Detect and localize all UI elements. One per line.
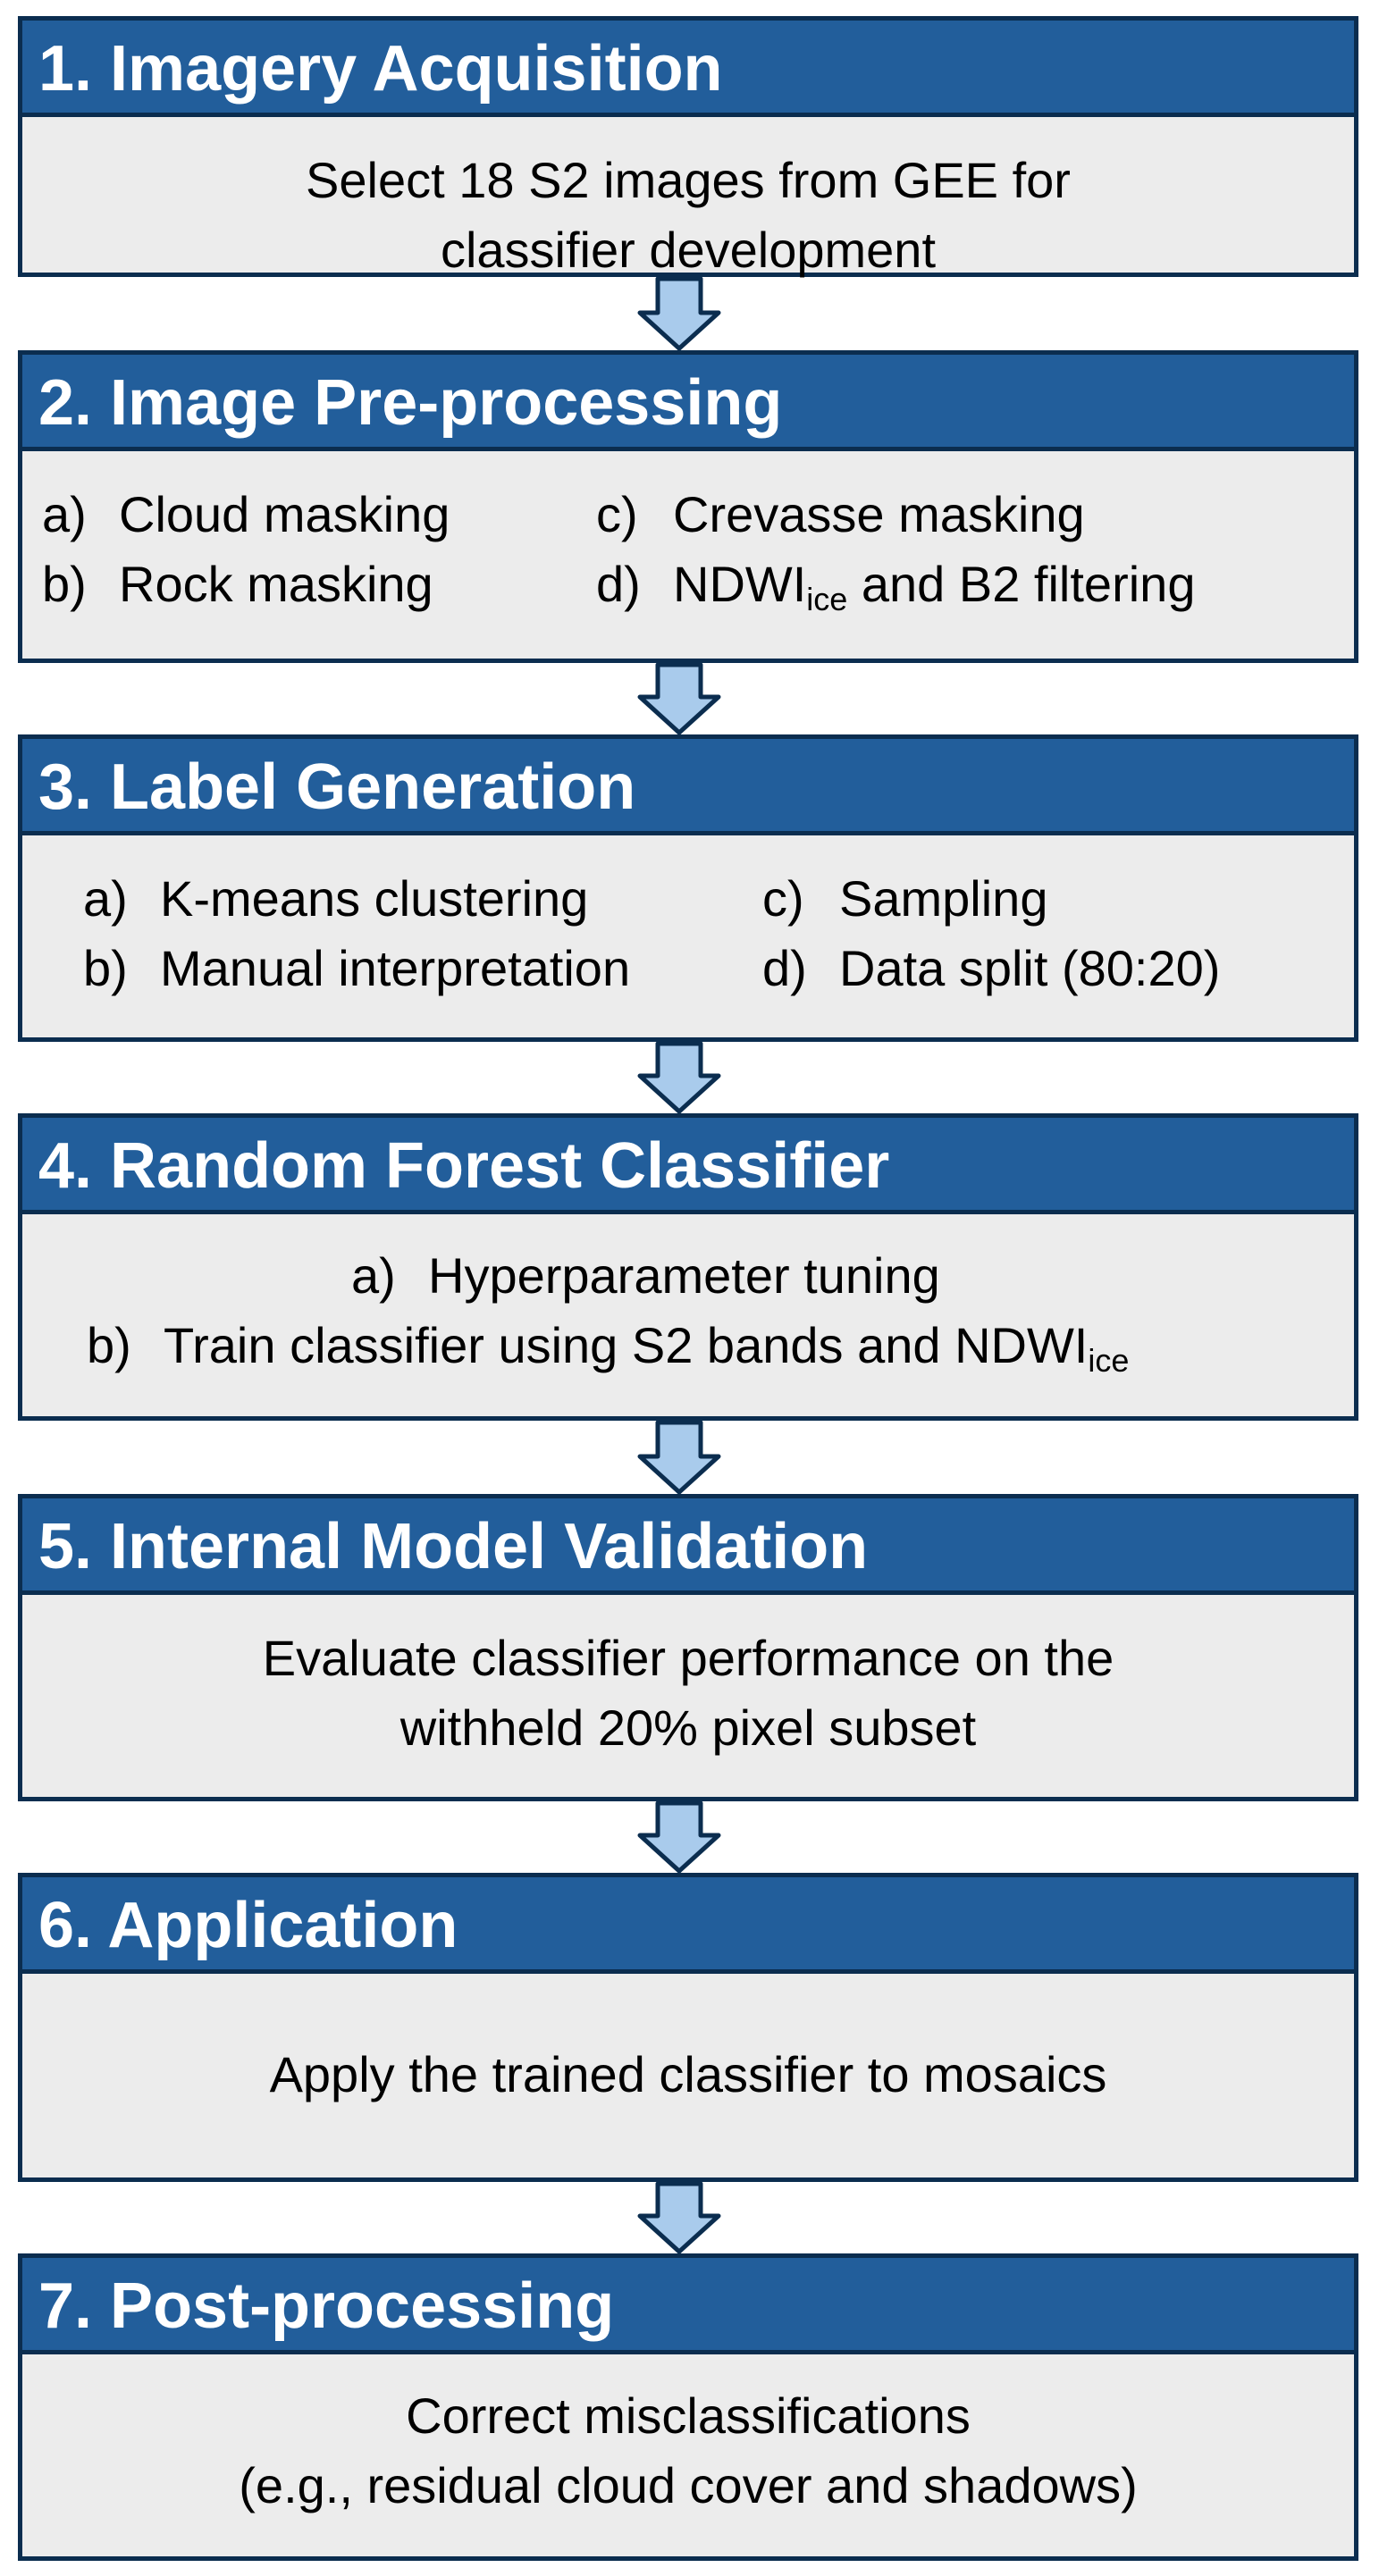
step-7-title: 7. Post-processing	[22, 2258, 1354, 2354]
step-3-title: 3. Label Generation	[22, 739, 1354, 835]
step-6-body: Apply the trained classifier to mosaics	[22, 1974, 1354, 2110]
step-1-body: Select 18 S2 images from GEE for classif…	[22, 117, 1354, 285]
step-2-box: 2. Image Pre-processing a) Cloud masking…	[18, 350, 1358, 663]
arrow-1-to-2	[637, 277, 721, 350]
step-5-title: 5. Internal Model Validation	[22, 1498, 1354, 1595]
step-4-item-a: a) Hyperparameter tuning	[351, 1247, 940, 1304]
step-6-title: 6. Application	[22, 1877, 1354, 1974]
step-3-item-b: b) Manual interpretation	[83, 940, 631, 996]
step-3-box: 3. Label Generation a) K-means clusterin…	[18, 734, 1358, 1042]
step-6-line-1: Apply the trained classifier to mosaics	[269, 2046, 1107, 2102]
step-1-line-1: Select 18 S2 images from GEE for	[306, 152, 1071, 208]
step-3-item-c: c) Sampling	[762, 870, 1048, 927]
step-2-item-a: a) Cloud masking	[42, 486, 450, 542]
step-4-box: 4. Random Forest Classifier a) Hyperpara…	[18, 1113, 1358, 1421]
step-5-line-1: Evaluate classifier performance on the	[262, 1630, 1114, 1686]
step-6-box: 6. Application Apply the trained classif…	[18, 1873, 1358, 2182]
step-4-title: 4. Random Forest Classifier	[22, 1118, 1354, 1214]
arrow-4-to-5	[637, 1421, 721, 1494]
step-1-title: 1. Imagery Acquisition	[22, 21, 1354, 117]
step-7-line-2: (e.g., residual cloud cover and shadows)	[239, 2457, 1138, 2513]
step-2-item-c: c) Crevasse masking	[596, 486, 1085, 542]
arrow-6-to-7	[637, 2182, 721, 2253]
step-1-box: 1. Imagery Acquisition Select 18 S2 imag…	[18, 16, 1358, 278]
step-7-line-1: Correct misclassifications	[406, 2387, 971, 2444]
step-3-item-d: d) Data split (80:20)	[762, 940, 1221, 996]
step-2-item-b: b) Rock masking	[42, 556, 433, 612]
step-5-line-2: withheld 20% pixel subset	[399, 1699, 977, 1756]
step-5-body: Evaluate classifier performance on the w…	[22, 1595, 1354, 1763]
arrow-3-to-4	[637, 1042, 721, 1113]
arrow-5-to-6	[637, 1801, 721, 1873]
step-1-line-2: classifier development	[440, 222, 937, 278]
step-2-item-d: d) NDWIice and B2 filtering	[596, 556, 1196, 617]
step-4-item-b: b) Train classifier using S2 bands and N…	[87, 1317, 1130, 1379]
step-2-body: a) Cloud masking c) Crevasse masking b) …	[22, 451, 1354, 619]
step-3-item-a: a) K-means clustering	[83, 870, 589, 927]
step-7-body: Correct misclassifications (e.g., residu…	[22, 2354, 1354, 2521]
step-3-body: a) K-means clustering c) Sampling b) Man…	[22, 835, 1354, 1003]
arrow-2-to-3	[637, 663, 721, 734]
step-4-body: a) Hyperparameter tuning b) Train classi…	[22, 1214, 1354, 1380]
step-5-box: 5. Internal Model Validation Evaluate cl…	[18, 1494, 1358, 1801]
step-7-box: 7. Post-processing Correct misclassifica…	[18, 2253, 1358, 2561]
step-2-title: 2. Image Pre-processing	[22, 355, 1354, 451]
